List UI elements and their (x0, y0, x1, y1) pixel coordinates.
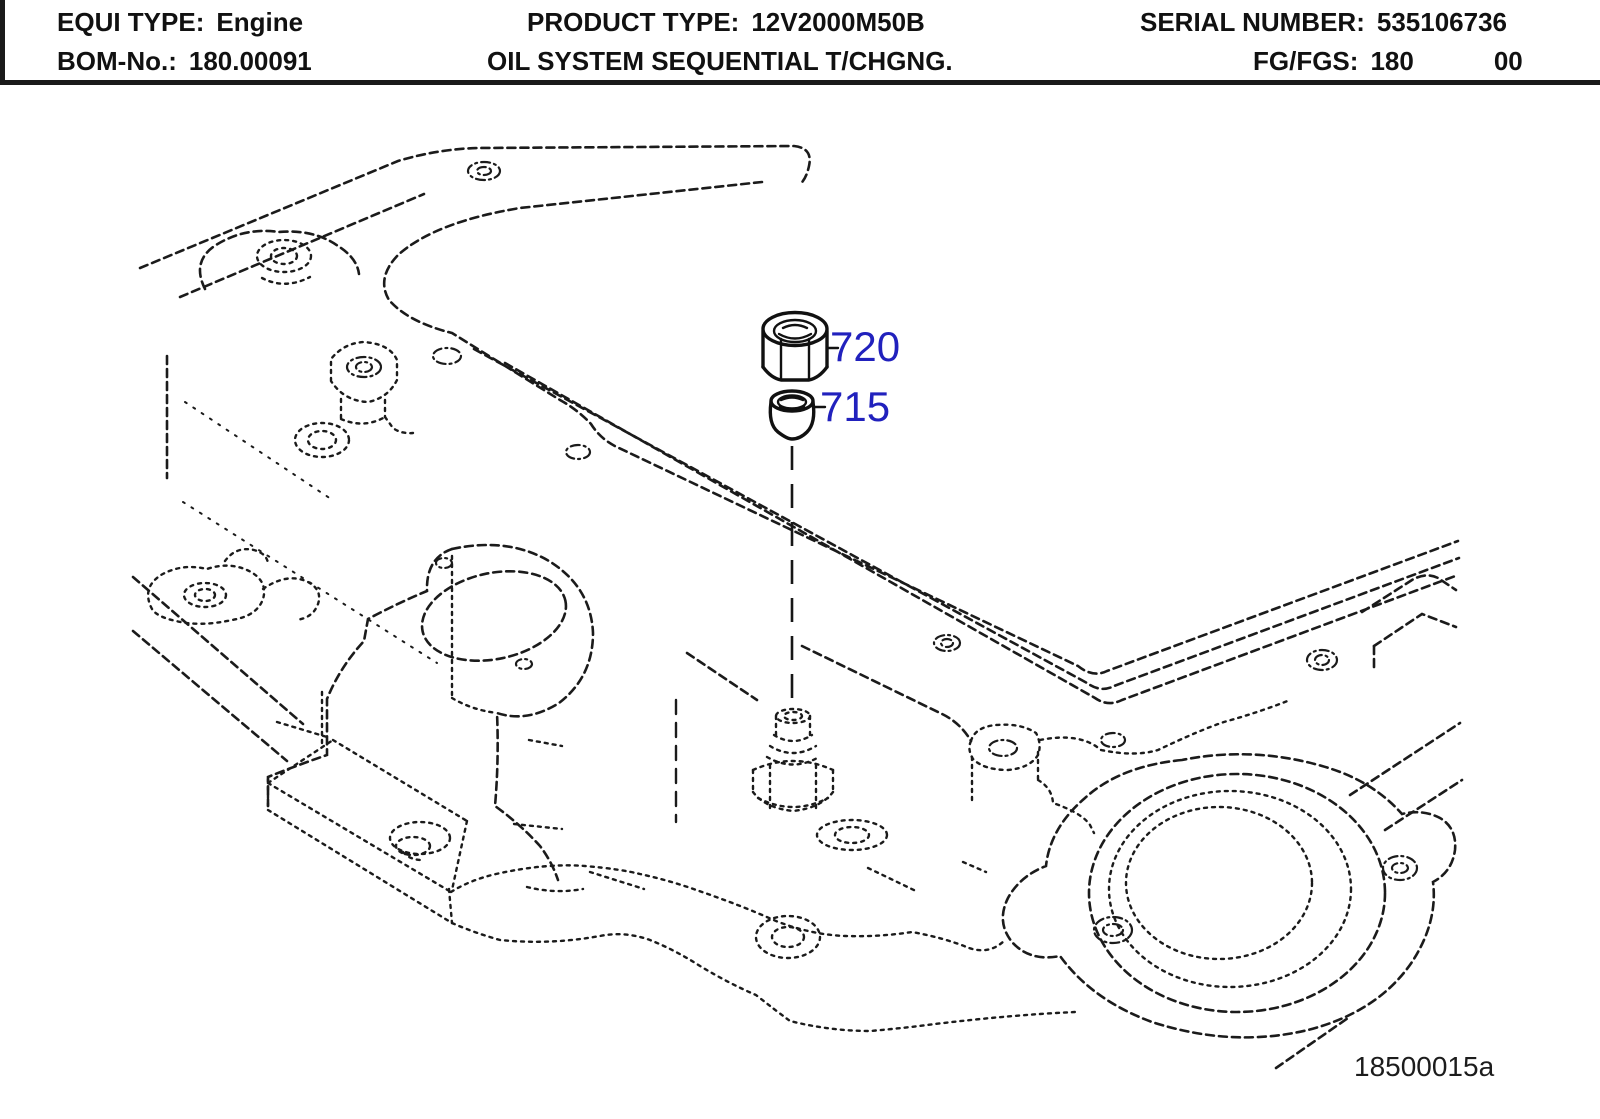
bom-no-field: BOM-No.: 180.00091 (57, 47, 312, 75)
drawing-number: 18500015a (1354, 1051, 1495, 1082)
top-rail-lines (138, 144, 811, 480)
bom-no-value: 180.00091 (188, 46, 312, 76)
equi-type-label: EQUI TYPE: (57, 7, 205, 37)
part-callout-715[interactable]: 715 (820, 383, 891, 430)
serial-number-label: SERIAL NUMBER: (1140, 7, 1365, 37)
part-callout-720[interactable]: 720 (830, 323, 901, 370)
suction-flange (968, 698, 1464, 1070)
hex-nut-part (761, 310, 829, 382)
bracket-base-plate (266, 690, 469, 925)
sealing-cup-part (768, 389, 816, 441)
drain-fitting (751, 707, 835, 813)
fg-fgs-field: FG/FGS: 180 00 (1253, 47, 1523, 75)
bolt-hole (466, 160, 502, 182)
scan-edge-bar (0, 0, 5, 85)
product-type-field: PRODUCT TYPE: 12V2000M50B (527, 8, 925, 36)
rim-surface-holes (564, 443, 1339, 672)
bolt-hole (293, 346, 463, 459)
header-divider (0, 80, 1600, 85)
product-type-value: 12V2000M50B (751, 7, 925, 37)
left-hook-boss (146, 547, 321, 625)
serial-number-field: SERIAL NUMBER: 535106736 (1140, 8, 1507, 36)
serial-number-value: 535106736 (1376, 7, 1507, 37)
product-type-label: PRODUCT TYPE: (527, 7, 740, 37)
bom-no-label: BOM-No.: (57, 46, 177, 76)
pan-rim-edges (382, 180, 1461, 743)
mounting-bracket (266, 543, 595, 882)
pan-bottom-edges (449, 698, 1077, 1033)
top-left-boss (198, 229, 361, 291)
mid-left-boss (329, 340, 415, 435)
lower-left-rails (131, 401, 438, 763)
fg-fgs-value: 180 (1370, 46, 1414, 76)
equi-type-field: EQUI TYPE: Engine (57, 8, 303, 36)
equi-type-value: Engine (216, 7, 304, 37)
system-title: OIL SYSTEM SEQUENTIAL T/CHGNG. (487, 46, 953, 76)
right-edge-notch (1360, 574, 1458, 670)
fg-fgs-label: FG/FGS: (1253, 46, 1359, 76)
fg-fgs-value2: 00 (1493, 46, 1523, 76)
